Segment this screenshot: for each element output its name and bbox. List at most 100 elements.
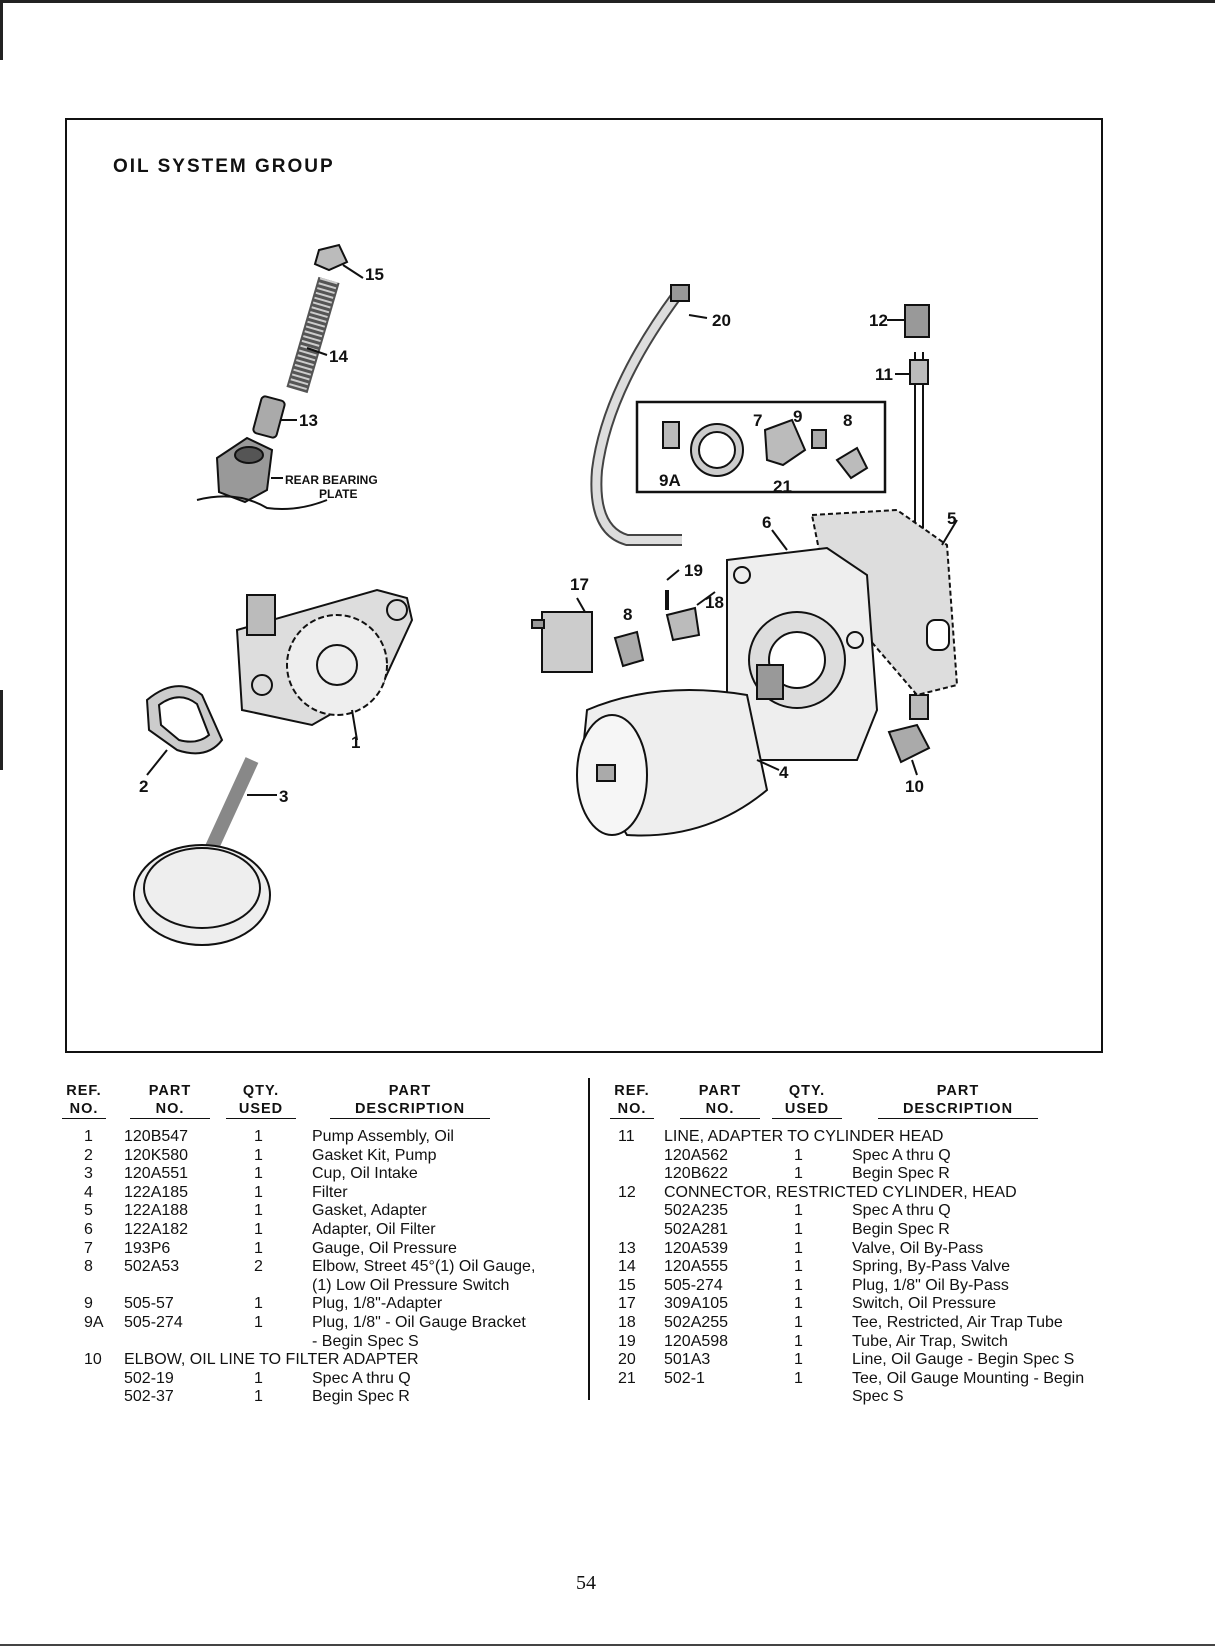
pump-gasket-part — [145, 685, 224, 776]
description-cell: Begin Spec R — [852, 1221, 950, 1238]
qty-cell: 1 — [254, 1314, 263, 1331]
description-cell: Gauge, Oil Pressure — [312, 1239, 457, 1257]
ref-number-cell: 21 — [618, 1369, 636, 1387]
description-cell: Plug, 1/8" Oil By-Pass — [852, 1276, 1009, 1294]
qty-cell: 1 — [254, 1221, 263, 1238]
qty-cell: 1 — [794, 1165, 803, 1183]
header-ref-right: REF.NO. — [610, 1082, 654, 1119]
ref-number-cell: 9A — [84, 1314, 104, 1331]
part-number-cell: 505-57 — [124, 1295, 174, 1313]
oil-system-exploded-diagram: 15 14 13 REAR BEARING PLATE 1 2 3 20 12 … — [133, 243, 959, 946]
header-qty: QTY.USED — [226, 1082, 296, 1119]
description-cell: Switch, Oil Pressure — [852, 1295, 997, 1313]
callout-rear-bearing: REAR BEARING — [285, 473, 378, 487]
description-cell: Spring, By-Pass Valve — [852, 1258, 1010, 1276]
callout-5: 5 — [947, 509, 956, 528]
qty-cell: 1 — [794, 1295, 803, 1313]
oil-line-elbow-part — [887, 723, 931, 776]
part-number-cell: 120B622 — [664, 1165, 729, 1183]
header-ref: REF.NO. — [62, 1082, 106, 1119]
callout-9a: 9A — [659, 471, 681, 490]
group-heading-cell: LINE, ADAPTER TO CYLINDER HEAD — [664, 1128, 944, 1145]
callout-18: 18 — [705, 593, 724, 612]
qty-cell: 1 — [794, 1276, 803, 1294]
air-trap-tube-part — [665, 569, 680, 610]
bypass-spring-part — [286, 276, 340, 394]
left-margin-mark — [0, 690, 3, 770]
description-cell: Valve, Oil By-Pass — [852, 1239, 984, 1257]
qty-cell: 1 — [254, 1128, 263, 1145]
ref-number-cell: 6 — [84, 1221, 93, 1238]
callout-13: 13 — [299, 411, 318, 430]
oil-pressure-switch-part — [531, 597, 593, 673]
bottom-border-line — [0, 1644, 1215, 1646]
part-number-cell: 122A182 — [124, 1221, 189, 1238]
part-number-cell: 120B547 — [124, 1128, 189, 1145]
part-number-cell: 505-274 — [124, 1314, 183, 1331]
cylinder-head-connector-part — [887, 304, 930, 338]
qty-cell: 1 — [794, 1239, 803, 1257]
part-number-cell: 502A255 — [664, 1314, 729, 1331]
description-cell: Filter — [312, 1183, 348, 1201]
part-number-cell: 501A3 — [664, 1351, 711, 1369]
ref-number-cell: 1 — [84, 1128, 93, 1145]
oil-pump-assembly-part — [235, 588, 414, 741]
part-number-cell: 120A555 — [664, 1258, 729, 1276]
group-heading-cell: ELBOW, OIL LINE TO FILTER ADAPTER — [124, 1351, 419, 1369]
callout-11: 11 — [875, 365, 893, 384]
exploded-diagram-frame: OIL SYSTEM GROUP — [65, 118, 1103, 1053]
air-trap-tee-part — [665, 591, 716, 642]
group-heading-cell: CONNECTOR, RESTRICTED CYLINDER, HEAD — [664, 1183, 1017, 1201]
description-cell: Line, Oil Gauge - Begin Spec S — [852, 1351, 1075, 1369]
description-cell: Begin Spec R — [312, 1388, 410, 1406]
ref-number-cell: 10 — [84, 1351, 102, 1369]
qty-cell: 1 — [254, 1165, 263, 1183]
description-cell: Tube, Air Trap, Switch — [852, 1332, 1008, 1350]
ref-number-cell: 20 — [618, 1351, 636, 1369]
oil-intake-cup-part — [133, 757, 277, 946]
callout-8-lower: 8 — [623, 605, 632, 624]
ref-number-cell: 12 — [618, 1183, 636, 1201]
left-margin-mark — [0, 0, 3, 60]
description-cell: Pump Assembly, Oil — [312, 1128, 454, 1145]
description-cell: Gasket Kit, Pump — [312, 1146, 437, 1164]
part-number-cell: 122A188 — [124, 1202, 189, 1220]
ref-number-cell: 18 — [618, 1314, 636, 1331]
part-number-cell: 502-19 — [124, 1369, 174, 1387]
part-number-cell: 120A539 — [664, 1239, 729, 1257]
ref-number-cell: 9 — [84, 1295, 93, 1313]
page-title: OIL SYSTEM GROUP — [113, 156, 335, 177]
description-cell: Elbow, Street 45°(1) Oil Gauge, — [312, 1258, 536, 1276]
ref-number-cell: 11 — [618, 1128, 635, 1145]
description-cell: Begin Spec R — [852, 1165, 950, 1183]
callout-4: 4 — [779, 763, 789, 782]
top-border-line — [0, 0, 1215, 3]
ref-number-cell: 8 — [84, 1258, 93, 1276]
callout-7: 7 — [753, 411, 762, 430]
ref-number-cell: 7 — [84, 1239, 93, 1257]
qty-cell: 1 — [254, 1202, 263, 1220]
part-number-cell: 193P6 — [124, 1239, 171, 1257]
ref-number-cell: 2 — [84, 1146, 93, 1164]
ref-number-cell: 5 — [84, 1202, 93, 1220]
description-cell: (1) Low Oil Pressure Switch — [312, 1276, 510, 1294]
oil-gauge-line-part — [590, 284, 708, 546]
oil-bypass-plug-part — [313, 243, 364, 279]
callout-19: 19 — [684, 561, 703, 580]
callout-15: 15 — [365, 265, 384, 284]
description-cell: Gasket, Adapter — [312, 1202, 427, 1220]
part-number-cell: 502-37 — [124, 1388, 174, 1406]
description-cell: Spec S — [852, 1388, 904, 1406]
ref-number-cell: 3 — [84, 1165, 93, 1183]
part-number-cell: 120A551 — [124, 1165, 189, 1183]
description-cell: Tee, Restricted, Air Trap Tube — [852, 1314, 1063, 1331]
bypass-valve-part — [252, 395, 297, 439]
callout-17: 17 — [570, 575, 589, 594]
table-divider — [588, 1078, 590, 1400]
description-cell: Plug, 1/8"-Adapter — [312, 1295, 443, 1313]
qty-cell: 1 — [794, 1202, 803, 1220]
qty-cell: 1 — [794, 1314, 803, 1331]
callout-10: 10 — [905, 777, 924, 796]
